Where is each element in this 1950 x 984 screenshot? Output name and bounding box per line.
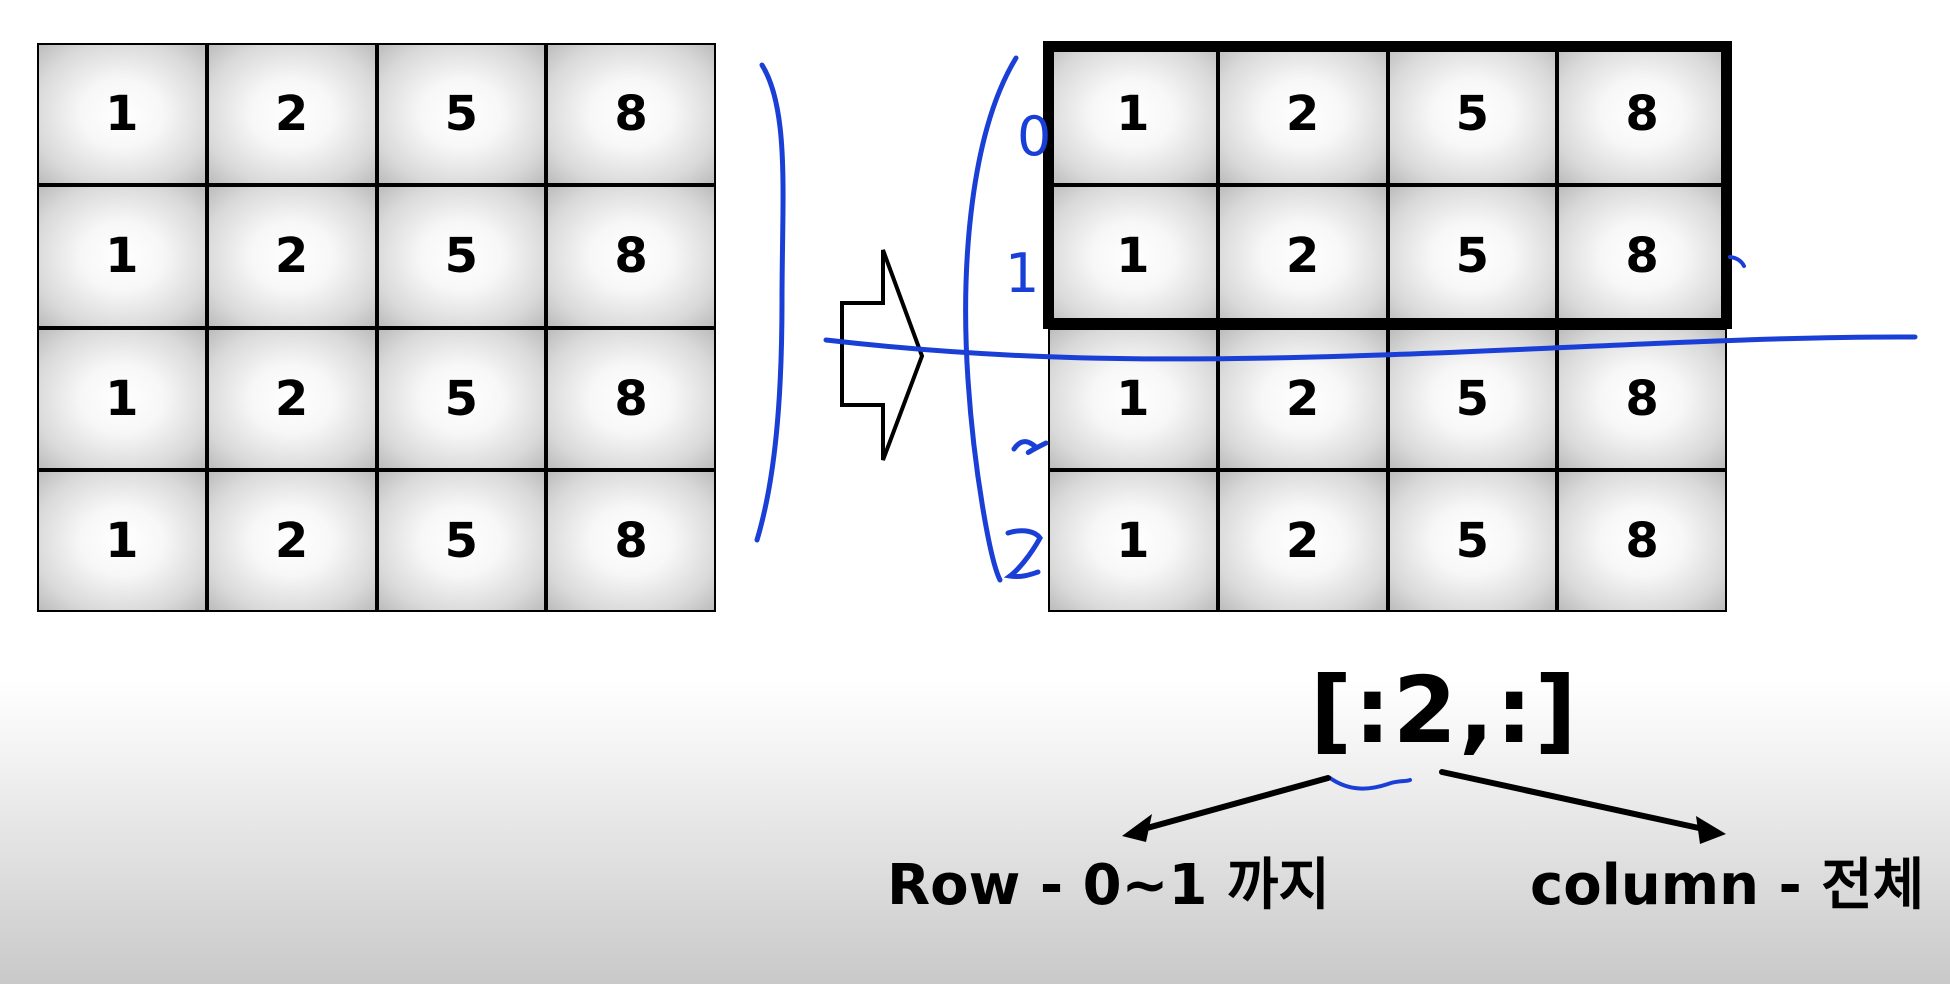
- result-cell-r1-c1: 2: [1219, 187, 1386, 326]
- source-cell-r3-c2: 5: [378, 471, 545, 610]
- result-cell-r0-c3: 8: [1559, 45, 1725, 184]
- source-cell-r3-c3: 8: [548, 471, 714, 610]
- result-cell-r2-c1: 2: [1219, 329, 1386, 468]
- result-cell-r1-c2: 5: [1389, 187, 1556, 326]
- row-pointer-arrow: [1137, 775, 1331, 833]
- row-pointer-arrowhead-icon: [1122, 814, 1152, 842]
- source-cell-r0-c0: 1: [39, 45, 205, 184]
- pen-stroke-right-bracket: [963, 55, 1019, 583]
- column-pointer-arrow: [1439, 769, 1711, 833]
- result-cell-r3-c2: 5: [1389, 471, 1556, 610]
- pen-stroke-index-mark: [1003, 528, 1043, 579]
- pen-stroke-index-mark: [1011, 439, 1049, 455]
- column-label: column - 전체: [1530, 853, 1925, 918]
- row-index-1: 1: [1005, 242, 1039, 305]
- column-pointer-arrowhead-icon: [1696, 816, 1726, 844]
- pen-stroke-underline: [1328, 776, 1412, 791]
- source-cell-r3-c1: 2: [208, 471, 375, 610]
- result-cell-r2-c0: 1: [1050, 329, 1216, 468]
- result-cell-r0-c0: 1: [1050, 45, 1216, 184]
- source-cell-r1-c3: 8: [548, 187, 714, 326]
- source-cell-r1-c1: 2: [208, 187, 375, 326]
- transform-arrow-icon: [840, 249, 925, 461]
- result-cell-r2-c3: 8: [1559, 329, 1725, 468]
- row-index-0: 0: [1017, 105, 1051, 168]
- result-cell-r1-c3: 8: [1559, 187, 1725, 326]
- result-cell-r0-c1: 2: [1219, 45, 1386, 184]
- source-cell-r2-c1: 2: [208, 329, 375, 468]
- source-cell-r0-c2: 5: [378, 45, 545, 184]
- source-cell-r2-c3: 8: [548, 329, 714, 468]
- source-cell-r2-c2: 5: [378, 329, 545, 468]
- slice-expression: [:2,:]: [1310, 657, 1579, 764]
- result-cell-r0-c2: 5: [1389, 45, 1556, 184]
- source-cell-r2-c0: 1: [39, 329, 205, 468]
- result-cell-r1-c0: 1: [1050, 187, 1216, 326]
- pen-stroke-left-bracket: [754, 62, 786, 543]
- source-cell-r0-c3: 8: [548, 45, 714, 184]
- result-cell-r3-c0: 1: [1050, 471, 1216, 610]
- result-cell-r3-c1: 2: [1219, 471, 1386, 610]
- row-label: Row - 0~1 까지: [887, 853, 1330, 918]
- result-cell-r3-c3: 8: [1559, 471, 1725, 610]
- result-cell-r2-c2: 5: [1389, 329, 1556, 468]
- source-cell-r1-c2: 5: [378, 187, 545, 326]
- source-cell-r0-c1: 2: [208, 45, 375, 184]
- source-cell-r1-c0: 1: [39, 187, 205, 326]
- source-cell-r3-c0: 1: [39, 471, 205, 610]
